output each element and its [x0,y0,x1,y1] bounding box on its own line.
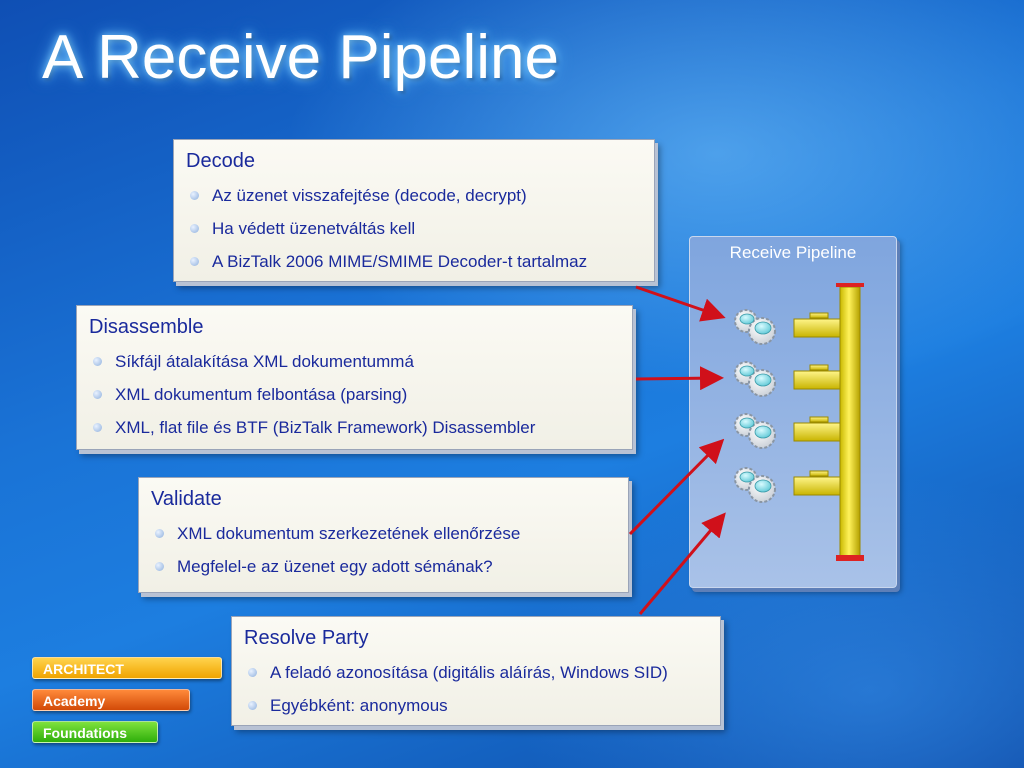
validate-bullet-list: XML dokumentum szerkezetének ellenőrzése… [151,517,616,583]
list-item: A feladó azonosítása (digitális aláírás,… [244,656,708,689]
bullet-icon [155,529,164,538]
bullet-text: Egyébként: anonymous [270,696,448,715]
architect-tag: ARCHITECT [32,657,222,679]
bullet-icon [155,562,164,571]
validate-heading: Validate [151,488,222,510]
list-item: Síkfájl átalakítása XML dokumentummá [89,345,620,378]
validate-stage-box: Validate XML dokumentum szerkezetének el… [138,477,629,593]
bullet-icon [93,390,102,399]
resolve-party-heading: Resolve Party [244,627,369,649]
disassemble-heading: Disassemble [89,316,204,338]
bullet-text: Síkfájl átalakítása XML dokumentummá [115,352,414,371]
list-item: Megfelel-e az üzenet egy adott sémának? [151,550,616,583]
bullet-text: XML, flat file és BTF (BizTalk Framework… [115,418,536,437]
resolve-party-bullet-list: A feladó azonosítása (digitális aláírás,… [244,656,708,722]
disassemble-stage-box: Disassemble Síkfájl átalakítása XML doku… [76,305,633,450]
bullet-icon [93,357,102,366]
academy-tag: Academy [32,689,190,711]
decode-stage-box: Decode Az üzenet visszafejtése (decode, … [173,139,655,282]
slide-title: A Receive Pipeline [42,23,559,92]
receive-pipeline-diagram: Receive Pipeline [689,236,897,588]
bullet-text: XML dokumentum szerkezetének ellenőrzése [177,524,521,543]
bullet-text: Megfelel-e az üzenet egy adott sémának? [177,557,493,576]
bullet-icon [190,257,199,266]
bullet-icon [248,668,257,677]
decode-heading: Decode [186,150,255,172]
list-item: Az üzenet visszafejtése (decode, decrypt… [186,179,642,212]
decode-bullet-list: Az üzenet visszafejtése (decode, decrypt… [186,179,642,278]
bullet-icon [190,224,199,233]
bullet-text: XML dokumentum felbontása (parsing) [115,385,408,404]
resolve-party-stage-box: Resolve Party A feladó azonosítása (digi… [231,616,721,726]
bullet-text: A feladó azonosítása (digitális aláírás,… [270,663,668,682]
foundations-tag: Foundations [32,721,158,743]
bullet-text: Ha védett üzenetváltás kell [212,219,416,238]
bullet-icon [248,701,257,710]
list-item: A BizTalk 2006 MIME/SMIME Decoder-t tart… [186,245,642,278]
bullet-icon [190,191,199,200]
diagram-title: Receive Pipeline [729,243,857,262]
list-item: XML dokumentum szerkezetének ellenőrzése [151,517,616,550]
bullet-icon [93,423,102,432]
bullet-text: Az üzenet visszafejtése (decode, decrypt… [212,186,527,205]
list-item: Egyébként: anonymous [244,689,708,722]
list-item: XML dokumentum felbontása (parsing) [89,378,620,411]
list-item: XML, flat file és BTF (BizTalk Framework… [89,411,620,444]
bullet-text: A BizTalk 2006 MIME/SMIME Decoder-t tart… [212,252,588,271]
pipeline-graphic [734,283,864,561]
disassemble-bullet-list: Síkfájl átalakítása XML dokumentummá XML… [89,345,620,444]
list-item: Ha védett üzenetváltás kell [186,212,642,245]
